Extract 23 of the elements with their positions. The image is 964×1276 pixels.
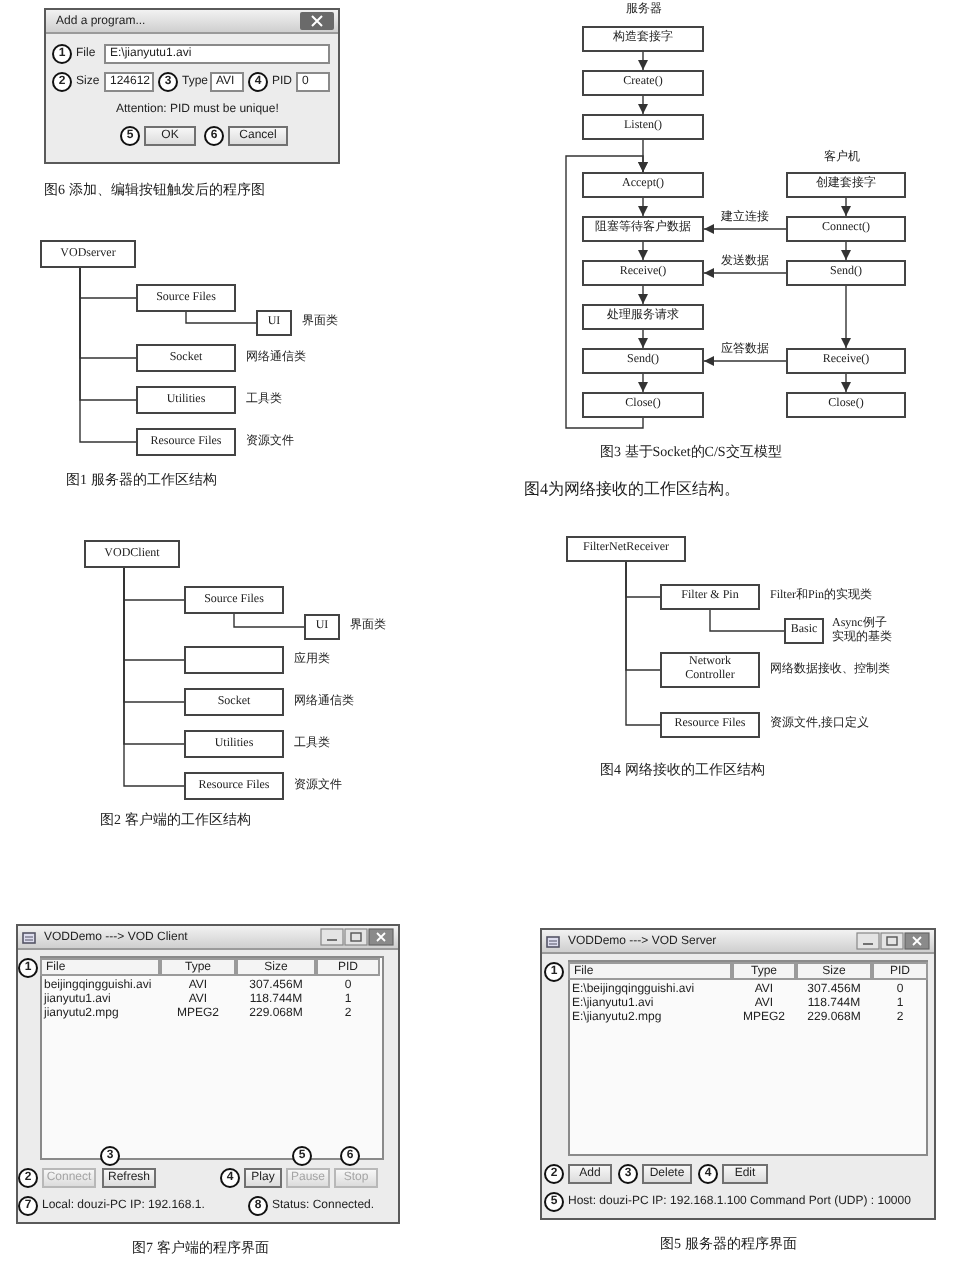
arrow xyxy=(638,197,648,217)
connector-line xyxy=(709,609,785,632)
arrow xyxy=(703,356,787,366)
arrow xyxy=(638,285,648,305)
connector-line xyxy=(123,567,185,787)
arrow xyxy=(565,155,648,429)
arrow xyxy=(638,95,648,115)
connector-line xyxy=(233,613,305,628)
folder-box xyxy=(184,646,284,674)
arrow xyxy=(841,285,851,349)
arrow xyxy=(841,373,851,393)
connector-line xyxy=(625,561,661,726)
connector-line xyxy=(79,267,137,443)
arrow xyxy=(841,197,851,217)
arrow xyxy=(638,51,648,71)
arrow xyxy=(638,241,648,261)
arrow xyxy=(841,241,851,261)
arrow xyxy=(703,268,787,278)
connector-line xyxy=(185,311,257,324)
arrow xyxy=(703,224,787,234)
arrow xyxy=(638,329,648,349)
body-text: 图4为网络接收的工作区结构。 xyxy=(524,480,740,500)
arrow xyxy=(638,373,648,393)
